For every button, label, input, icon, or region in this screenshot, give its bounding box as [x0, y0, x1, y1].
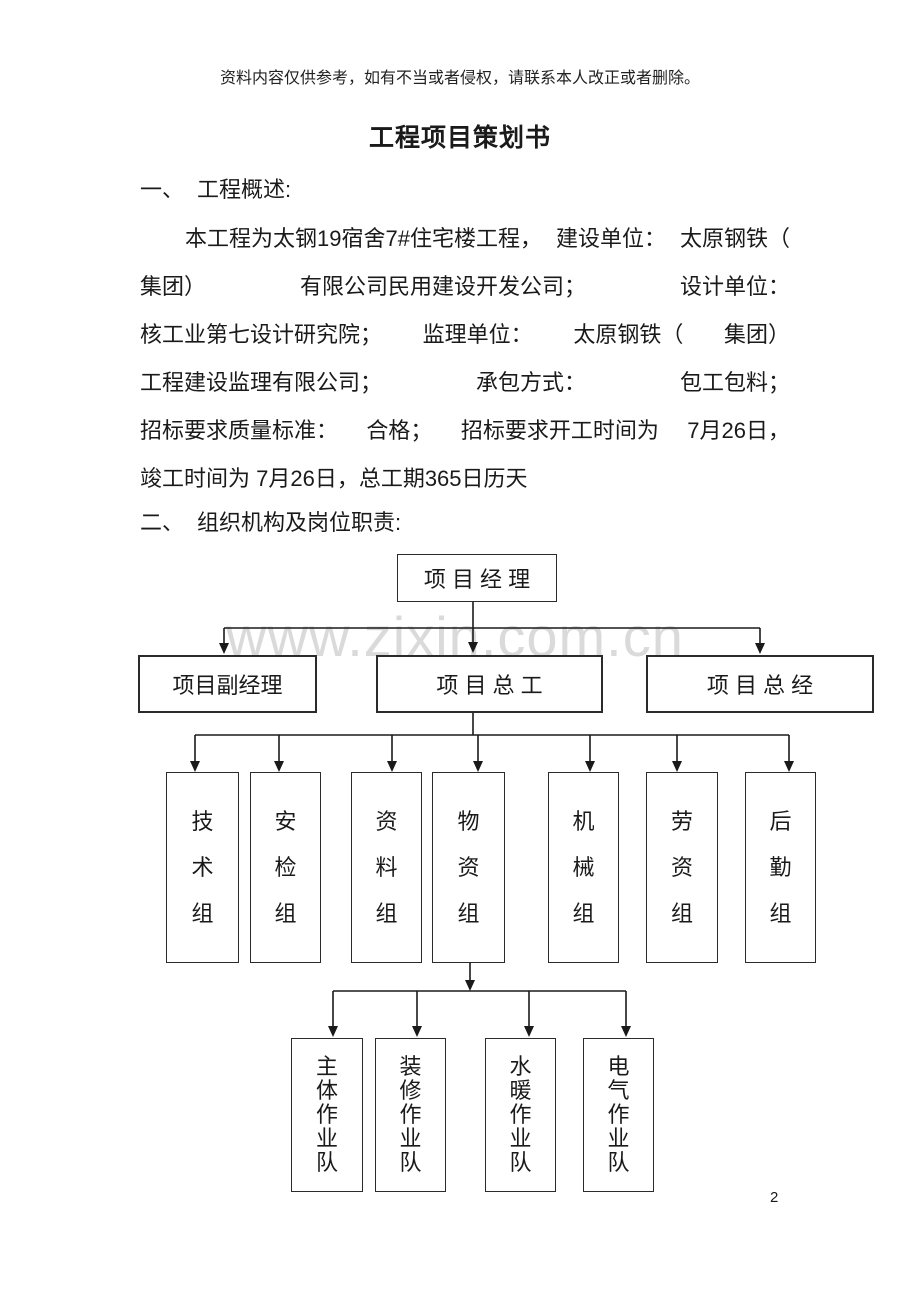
- org-box-label: 劳资组: [670, 808, 693, 926]
- body-segment: 竣工时间为 7月26日，总工期365日历天: [140, 466, 528, 491]
- body-segment: 太原钢铁（: [573, 322, 684, 347]
- section-number: 二、: [140, 510, 185, 535]
- page-number: 2: [770, 1189, 779, 1206]
- disclaimer-text: 资料内容仅供参考，如有不当或者侵权，请联系本人改正或者删除。: [219, 70, 700, 87]
- body-segment: 监理单位：: [422, 322, 533, 347]
- body-line: 招标要求质量标准： 合格； 招标要求开工时间为 7月26日，: [140, 413, 790, 445]
- org-box-label: 项目副经理: [172, 673, 283, 698]
- section-number: 一、: [140, 177, 185, 202]
- org-box-deputy-project-manager: 项目副经理: [138, 655, 317, 713]
- org-box-project-manager: 项 目 经 理: [397, 554, 557, 602]
- body-segment: 本工程为太钢19宿舍7#住宅楼工程，: [185, 226, 542, 251]
- org-box-electrical-team: 电气作业队: [583, 1038, 654, 1192]
- body-line: 集团） 有限公司民用建设开发公司； 设计单位：: [140, 269, 790, 301]
- org-box-label: 项 目 总 工: [436, 673, 543, 698]
- body-segment: 有限公司民用建设开发公司；: [299, 274, 586, 299]
- org-box-machinery-group: 机械组: [548, 772, 619, 963]
- org-box-label: 技术组: [191, 808, 214, 926]
- body-line: 核工业第七设计研究院； 监理单位： 太原钢铁（ 集团）: [140, 317, 790, 349]
- org-box-tech-group: 技术组: [166, 772, 239, 963]
- body-segment: 工程建设监理有限公司；: [140, 370, 383, 395]
- body-line: 竣工时间为 7月26日，总工期365日历天: [140, 461, 790, 493]
- org-box-label: 后勤组: [769, 808, 792, 926]
- org-box-plumbing-heating-team: 水暖作业队: [485, 1038, 556, 1192]
- org-box-chief-economist: 项 目 总 经: [646, 655, 874, 713]
- org-box-label: 水暖作业队: [509, 1054, 532, 1175]
- body-segment: 集团）: [140, 274, 207, 299]
- body-segment: 招标要求质量标准：: [140, 418, 339, 443]
- org-box-safety-group: 安检组: [250, 772, 321, 963]
- body-line: 工程建设监理有限公司； 承包方式： 包工包料；: [140, 365, 790, 397]
- org-box-main-structure-team: 主体作业队: [291, 1038, 363, 1192]
- org-box-label: 资料组: [375, 808, 398, 926]
- org-box-label: 电气作业队: [607, 1054, 630, 1175]
- body-segment: 核工业第七设计研究院；: [140, 322, 383, 347]
- org-box-chief-engineer: 项 目 总 工: [376, 655, 603, 713]
- body-line: 本工程为太钢19宿舍7#住宅楼工程， 建设单位： 太原钢铁（: [140, 221, 790, 253]
- body-segment: 建设单位：: [555, 226, 666, 251]
- org-box-labor-group: 劳资组: [646, 772, 718, 963]
- body-segment: 合格；: [366, 418, 433, 443]
- org-box-logistics-group: 后勤组: [745, 772, 816, 963]
- section-title: 组织机构及岗位职责:: [197, 510, 402, 535]
- org-box-label: 装修作业队: [399, 1054, 422, 1175]
- section-heading-1: 一、 工程概述:: [140, 172, 800, 204]
- org-box-label: 安检组: [274, 808, 297, 926]
- doc-title: 工程项目策划书: [368, 124, 551, 152]
- org-box-label: 机械组: [572, 808, 595, 926]
- org-box-material-group: 物资组: [432, 772, 505, 963]
- org-box-label: 项 目 经 理: [423, 567, 531, 592]
- org-box-document-group: 资料组: [351, 772, 422, 963]
- org-box-label: 物资组: [457, 808, 480, 926]
- body-segment: 集团）: [723, 322, 790, 347]
- section-title: 工程概述:: [197, 177, 292, 202]
- body-segment: 7月26日，: [687, 418, 790, 443]
- body-segment: 包工包料；: [679, 370, 790, 395]
- org-box-label: 项 目 总 经: [706, 673, 814, 698]
- org-box-label: 主体作业队: [315, 1054, 338, 1175]
- body-segment: 承包方式：: [475, 370, 586, 395]
- body-segment: 太原钢铁（: [679, 226, 790, 251]
- org-box-decoration-team: 装修作业队: [375, 1038, 446, 1192]
- section-heading-2: 二、 组织机构及岗位职责:: [140, 505, 800, 537]
- body-segment: 设计单位：: [679, 274, 790, 299]
- body-segment: 招标要求开工时间为: [460, 418, 659, 443]
